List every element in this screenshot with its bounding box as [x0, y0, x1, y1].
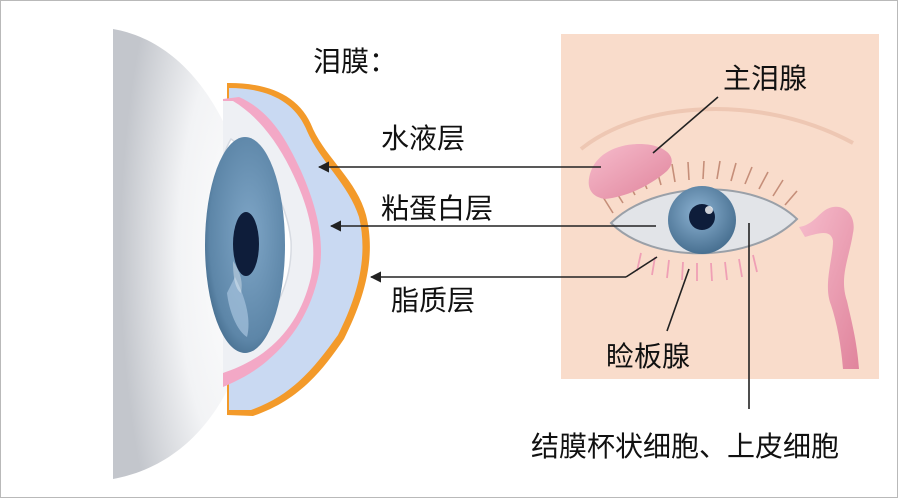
diagram-title: 泪膜：: [313, 45, 398, 78]
leader-lines: [317, 96, 750, 409]
label-meibomian-gland: 睑板腺: [606, 340, 691, 373]
pupil: [233, 212, 259, 276]
lacrimal-duct: [799, 206, 859, 369]
lacrimal-gland: [588, 144, 672, 199]
label-aqueous-layer: 水液层: [381, 122, 466, 155]
eye-front-illustration: [561, 34, 879, 379]
front-pupil-shine: [705, 206, 713, 214]
eyeball-illustration: [113, 29, 370, 479]
eyeball: [113, 29, 256, 479]
lower-eyelid-glands: [636, 252, 758, 282]
leader-lacrimal: [652, 96, 719, 154]
leader-meibomian-a: [625, 256, 658, 278]
label-conjunctival-cells: 结膜杯状细胞、上皮细胞: [531, 430, 840, 463]
label-mucin-layer: 粘蛋白层: [381, 192, 494, 225]
leader-meibomian-b: [666, 268, 690, 332]
label-lipid-layer: 脂质层: [391, 284, 476, 317]
pupil-shine: [233, 261, 242, 293]
label-lacrimal-gland: 主泪腺: [723, 62, 808, 95]
iris-highlight: [227, 277, 249, 337]
